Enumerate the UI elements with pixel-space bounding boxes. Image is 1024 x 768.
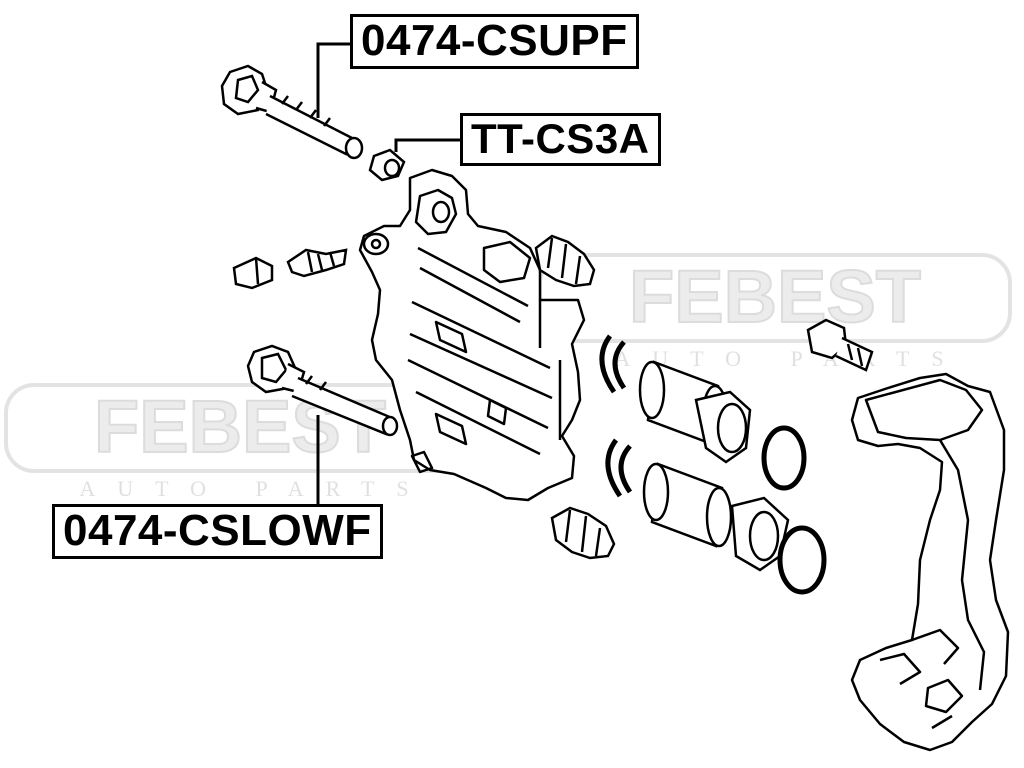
mounting-bolt [806, 318, 874, 372]
label-lower-guide-pin: 0474-CSLOWF [52, 504, 383, 559]
watermark-right-brand: FEBEST [629, 255, 921, 338]
bushing [368, 148, 406, 182]
leader-bushing [394, 138, 462, 152]
lower-boot [550, 506, 616, 560]
label-bushing: TT-CS3A [460, 113, 661, 166]
leader-upper-pin [316, 42, 352, 118]
upper-piston-set [599, 334, 807, 491]
caliper-bracket [850, 372, 1010, 752]
lower-piston-set [605, 438, 827, 595]
label-upper-guide-pin: 0474-CSUPF [350, 14, 639, 69]
lower-guide-pin [246, 344, 399, 437]
watermark-right: FEBEST AUTO PARTS [538, 253, 1012, 371]
watermark-left-tagline: AUTO PARTS [79, 476, 430, 501]
bleeder-screw [286, 248, 348, 278]
caliper-body [358, 168, 586, 502]
upper-boot [534, 234, 596, 288]
leader-lines [316, 42, 462, 505]
bleeder-cap [232, 256, 274, 290]
upper-guide-pin [220, 64, 364, 160]
